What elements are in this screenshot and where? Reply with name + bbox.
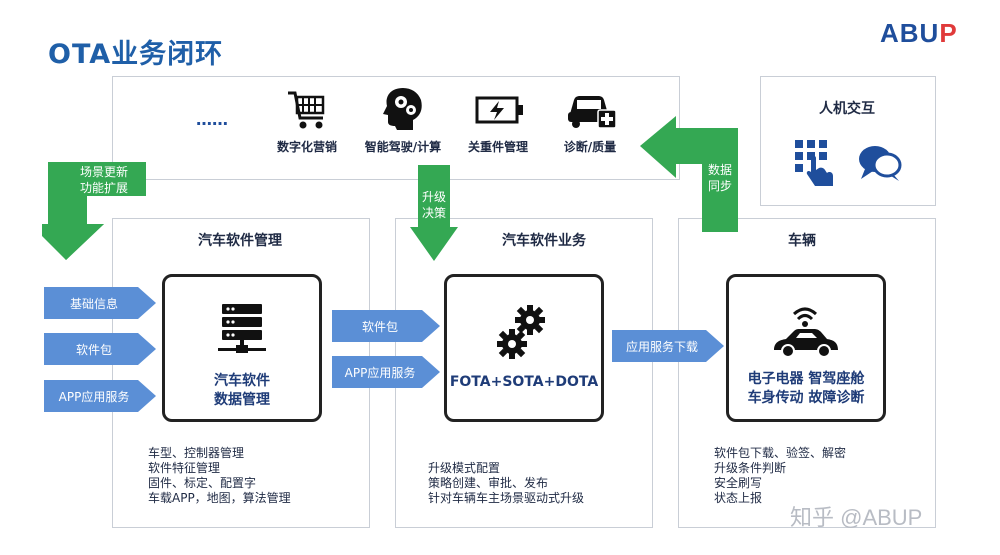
item-smart-driving-label: 智能驾驶/计算 xyxy=(364,140,442,154)
item-key-parts-label: 关重件管理 xyxy=(467,140,528,154)
battery-icon xyxy=(475,96,523,124)
list-item: 软件特征管理 xyxy=(148,461,221,475)
scene-update-label: 场景更新 功能扩展 xyxy=(79,165,128,195)
list-item: 软件包下载、验签、解密 xyxy=(714,446,847,460)
list-item: 升级模式配置 xyxy=(428,461,501,475)
upgrade-decision-label: 升级 决策 xyxy=(421,190,446,220)
vehicle-notes: 软件包下载、验签、解密 升级条件判断 安全刷写 状态上报 xyxy=(714,446,924,506)
business-notes: 升级模式配置 策略创建、审批、发布 针对车辆车主场景驱动式升级 xyxy=(428,461,643,506)
list-item: 车载APP，地图，算法管理 xyxy=(148,491,291,505)
list-item: 针对车辆车主场景驱动式升级 xyxy=(428,491,585,505)
list-item: 固件、标定、配置字 xyxy=(148,476,257,490)
list-item: 安全刷写 xyxy=(714,476,763,490)
brain-gears-icon xyxy=(383,88,422,130)
input-arrow-software-package: 软件包 xyxy=(44,333,156,365)
brand-logo: ABUP xyxy=(880,18,958,48)
mid-arrow-software-package: 软件包 xyxy=(332,310,440,342)
scene-update-arrow: 场景更新 功能扩展 xyxy=(42,160,152,262)
server-icon xyxy=(218,304,266,353)
management-title: 汽车软件管理 xyxy=(198,233,282,249)
list-item: 状态上报 xyxy=(714,491,763,505)
business-title: 汽车软件业务 xyxy=(502,233,586,249)
business-core-label: FOTA+SOTA+DOTA xyxy=(449,374,599,390)
vehicle-title: 车辆 xyxy=(788,233,816,249)
connected-car-icon xyxy=(774,307,838,358)
page-title: OTA业务闭环 xyxy=(48,39,224,70)
input-arrow-app-service: APP应用服务 xyxy=(44,380,156,412)
chat-bubbles-icon xyxy=(859,146,902,181)
input-arrow-basic-info: 基础信息 xyxy=(44,287,156,319)
mid-arrow-app-service: APP应用服务 xyxy=(332,356,440,388)
touch-keypad-icon xyxy=(795,140,833,186)
watermark: 知乎 @ABUP xyxy=(790,505,923,530)
vehicle-core-label: 电子电器 智驾座舱 车身传动 故障诊断 xyxy=(747,371,865,406)
list-item: 升级条件判断 xyxy=(714,461,787,475)
item-digital-marketing-label: 数字化营销 xyxy=(276,140,337,154)
management-core-label: 汽车软件 数据管理 xyxy=(214,373,270,408)
ellipsis: …… xyxy=(196,110,228,129)
list-item: 策略创建、审批、发布 xyxy=(428,476,549,490)
service-download-arrow: 应用服务下载 xyxy=(612,330,724,362)
data-sync-arrow: 数据 同步 xyxy=(640,116,740,234)
item-diagnosis-label: 诊断/质量 xyxy=(563,140,617,154)
upgrade-decision-arrow: 升级 决策 xyxy=(410,165,458,263)
hmi-panel xyxy=(760,76,936,206)
car-medical-icon xyxy=(568,96,617,129)
shopping-cart-icon xyxy=(288,91,325,129)
gears-icon xyxy=(497,305,545,359)
hmi-title: 人机交互 xyxy=(819,101,875,117)
management-notes: 车型、控制器管理 软件特征管理 固件、标定、配置字 车载APP，地图，算法管理 xyxy=(148,446,358,506)
list-item: 车型、控制器管理 xyxy=(148,446,245,460)
business-core-box xyxy=(444,274,604,422)
data-sync-label: 数据 同步 xyxy=(707,163,732,193)
